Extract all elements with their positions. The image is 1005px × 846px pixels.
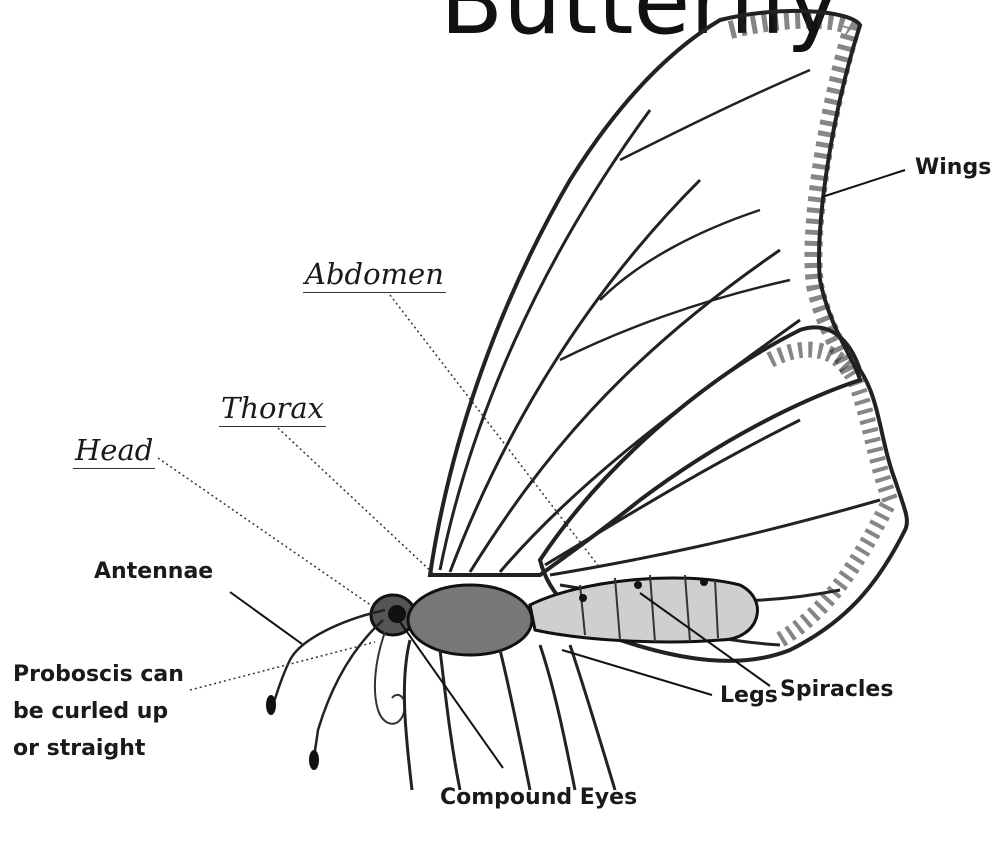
label-legs: Legs <box>720 680 778 712</box>
label-proboscis-line-3: or straight <box>13 733 145 765</box>
hindwing-vein-2 <box>550 500 880 575</box>
label-proboscis-line-2: be curled up <box>13 696 168 728</box>
proboscis-shape <box>375 632 405 724</box>
spiracle-dot <box>634 581 642 589</box>
forewing-vein-7 <box>620 70 810 160</box>
leg-5 <box>570 645 615 790</box>
forewing-vein-6 <box>560 280 790 360</box>
label-proboscis-line-1: Proboscis can <box>13 659 184 691</box>
spiracle-dot <box>579 594 587 602</box>
hindwing-vein-1 <box>545 420 800 565</box>
leader-line-wings <box>822 170 905 197</box>
abdomen-shape <box>530 578 757 642</box>
thorax-shape <box>408 585 532 655</box>
forewing-vein-3 <box>470 250 780 572</box>
leg-1 <box>404 640 412 790</box>
leader-line-thorax <box>278 428 436 576</box>
label-wings: Wings <box>915 152 991 184</box>
leg-4 <box>540 645 575 790</box>
antenna-1 <box>272 610 385 708</box>
compound-eye-shape <box>388 605 406 623</box>
label-compound-eyes: Compound Eyes <box>440 782 637 814</box>
antenna-club <box>309 750 319 770</box>
leg-2 <box>440 650 460 790</box>
forewing-vein-5 <box>600 210 760 300</box>
leg-3 <box>500 650 530 790</box>
label-antennae: Antennae <box>94 556 213 588</box>
label-abdomen: Abdomen <box>303 256 446 293</box>
spiracle-dot <box>700 578 708 586</box>
antenna-club <box>266 695 276 715</box>
label-spiracles: Spiracles <box>780 674 893 706</box>
forewing-outline <box>430 11 860 575</box>
label-head: Head <box>73 432 155 469</box>
label-thorax: Thorax <box>219 390 326 427</box>
leader-line-antennae <box>230 592 302 644</box>
antenna-2 <box>314 620 383 760</box>
forewing-vein-1 <box>440 110 650 570</box>
leader-line-proboscis <box>190 642 375 690</box>
